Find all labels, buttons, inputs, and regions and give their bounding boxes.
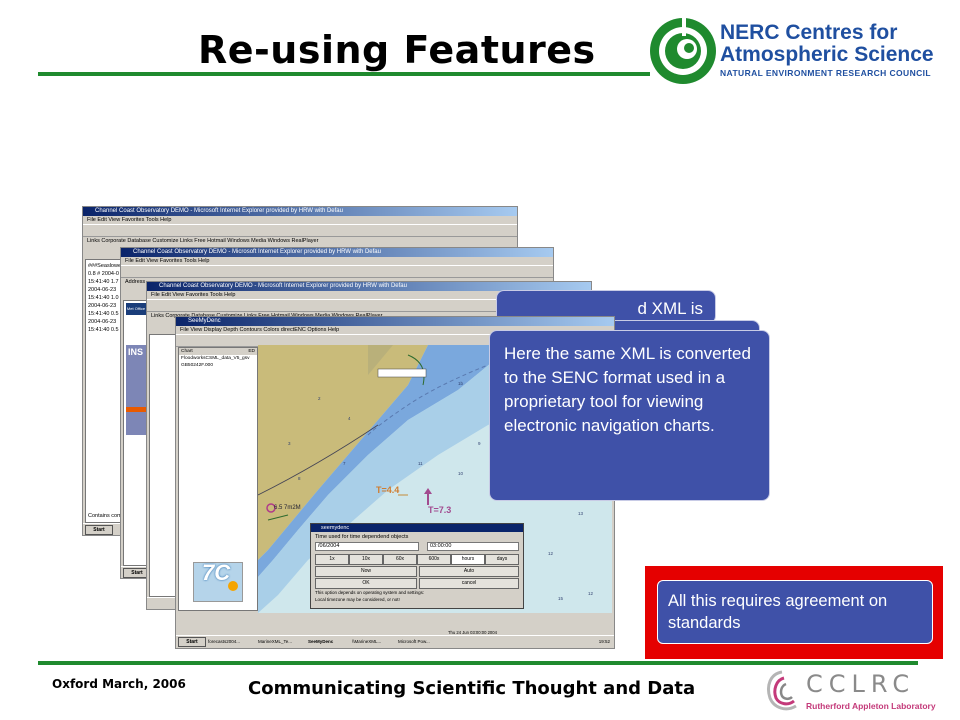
taskbar-item[interactable]: MarineXML_Te... <box>258 639 293 644</box>
standards-callout-text: All this requires agreement on standards <box>668 592 888 632</box>
nerc-council-text: NATURAL ENVIRONMENT RESEARCH COUNCIL <box>720 68 932 78</box>
start-button[interactable]: Start <box>85 525 113 535</box>
svg-text:4: 4 <box>348 416 351 421</box>
status-text: Contains comma <box>88 513 130 519</box>
footer-divider <box>38 661 918 665</box>
svg-text:1b: 1b <box>458 381 464 386</box>
chart-col-label: ED <box>248 349 255 354</box>
status-bar: Thu 24 Jun 03:00:00 2004 <box>448 629 612 636</box>
list-row: 15:41:40 0.5 <box>88 327 119 333</box>
list-row: 2004-06-23 <box>88 303 117 309</box>
svg-text:7: 7 <box>343 461 346 466</box>
status-time: Thu 24 Jun 03:00:00 2004 <box>448 630 497 635</box>
app-titlebar: SeeMyDenc <box>176 317 614 326</box>
window-toolbar[interactable] <box>83 224 517 237</box>
senc-callout-text: Here the same XML is converted to the SE… <box>504 344 751 435</box>
now-button[interactable]: Now <box>315 566 417 577</box>
chart-file[interactable]: GB50242F.000 <box>181 363 214 368</box>
step-10x-button[interactable]: 10x <box>349 554 383 565</box>
window-titlebar: Channel Coast Observatory DEMO - Microso… <box>83 207 517 216</box>
svg-text:8: 8 <box>298 476 301 481</box>
footer-date: Oxford March, 2006 <box>52 677 186 691</box>
nerc-line-1: NERC Centres for <box>720 21 898 44</box>
list-header: ###Seaslowe <box>88 263 122 269</box>
dialog-note-1: This option depends on operating system … <box>315 590 425 595</box>
taskbar-item-active[interactable]: SeeMyDenc <box>308 639 334 644</box>
map-label-t44: T=4.4 <box>376 485 399 495</box>
date-field[interactable]: /06/2004 <box>315 542 419 551</box>
svg-text:11: 11 <box>418 461 423 466</box>
svg-text:12: 12 <box>588 591 594 596</box>
svg-text:10: 10 <box>458 471 464 476</box>
nerc-line-2: Atmospheric Science <box>720 43 934 66</box>
chart-label: Chart <box>181 349 193 354</box>
list-row: 2004-06-23 <box>88 319 117 325</box>
list-row: 15:41:40 1.0 <box>88 295 119 301</box>
svg-text:12: 12 <box>548 551 554 556</box>
window-links[interactable]: Links Corporate Database Customize Links… <box>87 238 319 244</box>
window-titlebar: Channel Coast Observatory DEMO - Microso… <box>121 248 553 257</box>
app-taskbar: Start forecasts2004... MarineXML_Te... S… <box>176 635 614 648</box>
window-menubar[interactable]: File Edit View Favorites Tools Help <box>87 217 172 223</box>
window-toolbar[interactable] <box>121 265 553 278</box>
step-hours-button[interactable]: hours <box>451 554 485 565</box>
met-office-logo: Met Office <box>126 303 146 315</box>
nerc-logo-text: NERC Centres for Atmospheric Science <box>720 22 934 66</box>
window-menubar[interactable]: File Edit View Favorites Tools Help <box>125 258 210 264</box>
window-address[interactable]: Address <box>125 279 146 285</box>
time-field[interactable]: 03:00:00 <box>427 542 519 551</box>
list-row: 2004-06-23 <box>88 287 117 293</box>
dialog-titlebar: seemydenc <box>311 524 523 532</box>
step-60x-button[interactable]: 60x <box>383 554 417 565</box>
svg-text:13: 13 <box>578 511 584 516</box>
standards-callout: All this requires agreement on standards <box>657 580 933 644</box>
step-1x-button[interactable]: 1x <box>315 554 349 565</box>
cclrc-swirl-icon <box>767 670 797 711</box>
taskbar-item[interactable]: Microsoft Pow... <box>398 639 430 644</box>
cclrc-logo: CCLRC Rutherford Appleton Laboratory <box>762 668 952 716</box>
title-divider <box>38 72 650 76</box>
ok-button[interactable]: OK <box>315 578 417 589</box>
list-row: 0.8 # 2004-0 <box>88 271 119 277</box>
time-dialog[interactable]: seemydenc Time used for time dependend o… <box>310 523 524 609</box>
slide-title: Re-using Features <box>198 28 596 72</box>
svg-text:15: 15 <box>558 596 564 601</box>
window-toolbar[interactable] <box>147 299 591 312</box>
footer-title: Communicating Scientific Thought and Dat… <box>248 678 696 699</box>
side-heading: INS <box>128 347 144 357</box>
window-titlebar: Channel Coast Observatory DEMO - Microso… <box>147 282 591 291</box>
standards-box: All this requires agreement on standards <box>645 566 943 659</box>
step-days-button[interactable]: days <box>485 554 519 565</box>
chart-panel[interactable]: Chart ED FloodworksCSML_data_V5_gsv GB50… <box>178 347 258 611</box>
svg-text:2: 2 <box>318 396 321 401</box>
senc-callout: Here the same XML is converted to the SE… <box>489 330 770 501</box>
taskbar-clock: 19:52 <box>598 639 610 644</box>
auto-button[interactable]: Auto <box>419 566 519 577</box>
svg-text:3: 3 <box>288 441 291 446</box>
chart-panel-header: Chart ED <box>179 348 257 355</box>
map-label-t73: T=7.3 <box>428 505 451 515</box>
cclrc-name: CCLRC <box>806 670 916 698</box>
list-row: 15:41:40 1.7 <box>88 279 119 285</box>
app-logo-icon: 7C <box>193 562 243 602</box>
step-600x-button[interactable]: 600x <box>417 554 451 565</box>
cancel-button[interactable]: cancel <box>419 578 519 589</box>
dialog-prompt: Time used for time dependend objects <box>315 534 409 540</box>
chart-file[interactable]: FloodworksCSML_data_V5_gsv <box>181 356 250 361</box>
logo-dot <box>228 581 238 591</box>
list-row: 15:41:40 0.5 <box>88 311 119 317</box>
7cs-logo: 7C <box>202 560 231 585</box>
svg-text:9: 9 <box>478 441 481 446</box>
start-button[interactable]: Start <box>178 637 206 647</box>
dialog-note-2: Local timezone may be considered, or not… <box>315 597 400 602</box>
nerc-logo-icon <box>650 18 716 84</box>
hidden-callout-text: d XML is <box>637 299 703 318</box>
window-menubar[interactable]: File Edit View Favorites Tools Help <box>151 292 236 298</box>
app-menubar[interactable]: File View Display Depth Contours Colors … <box>180 327 340 333</box>
map-label-depth: 6.5 7m2M <box>274 505 301 511</box>
taskbar-item[interactable]: \\MarineXML... <box>352 639 382 644</box>
cclrc-sub: Rutherford Appleton Laboratory <box>806 701 936 711</box>
taskbar-item[interactable]: forecasts2004... <box>208 639 241 644</box>
